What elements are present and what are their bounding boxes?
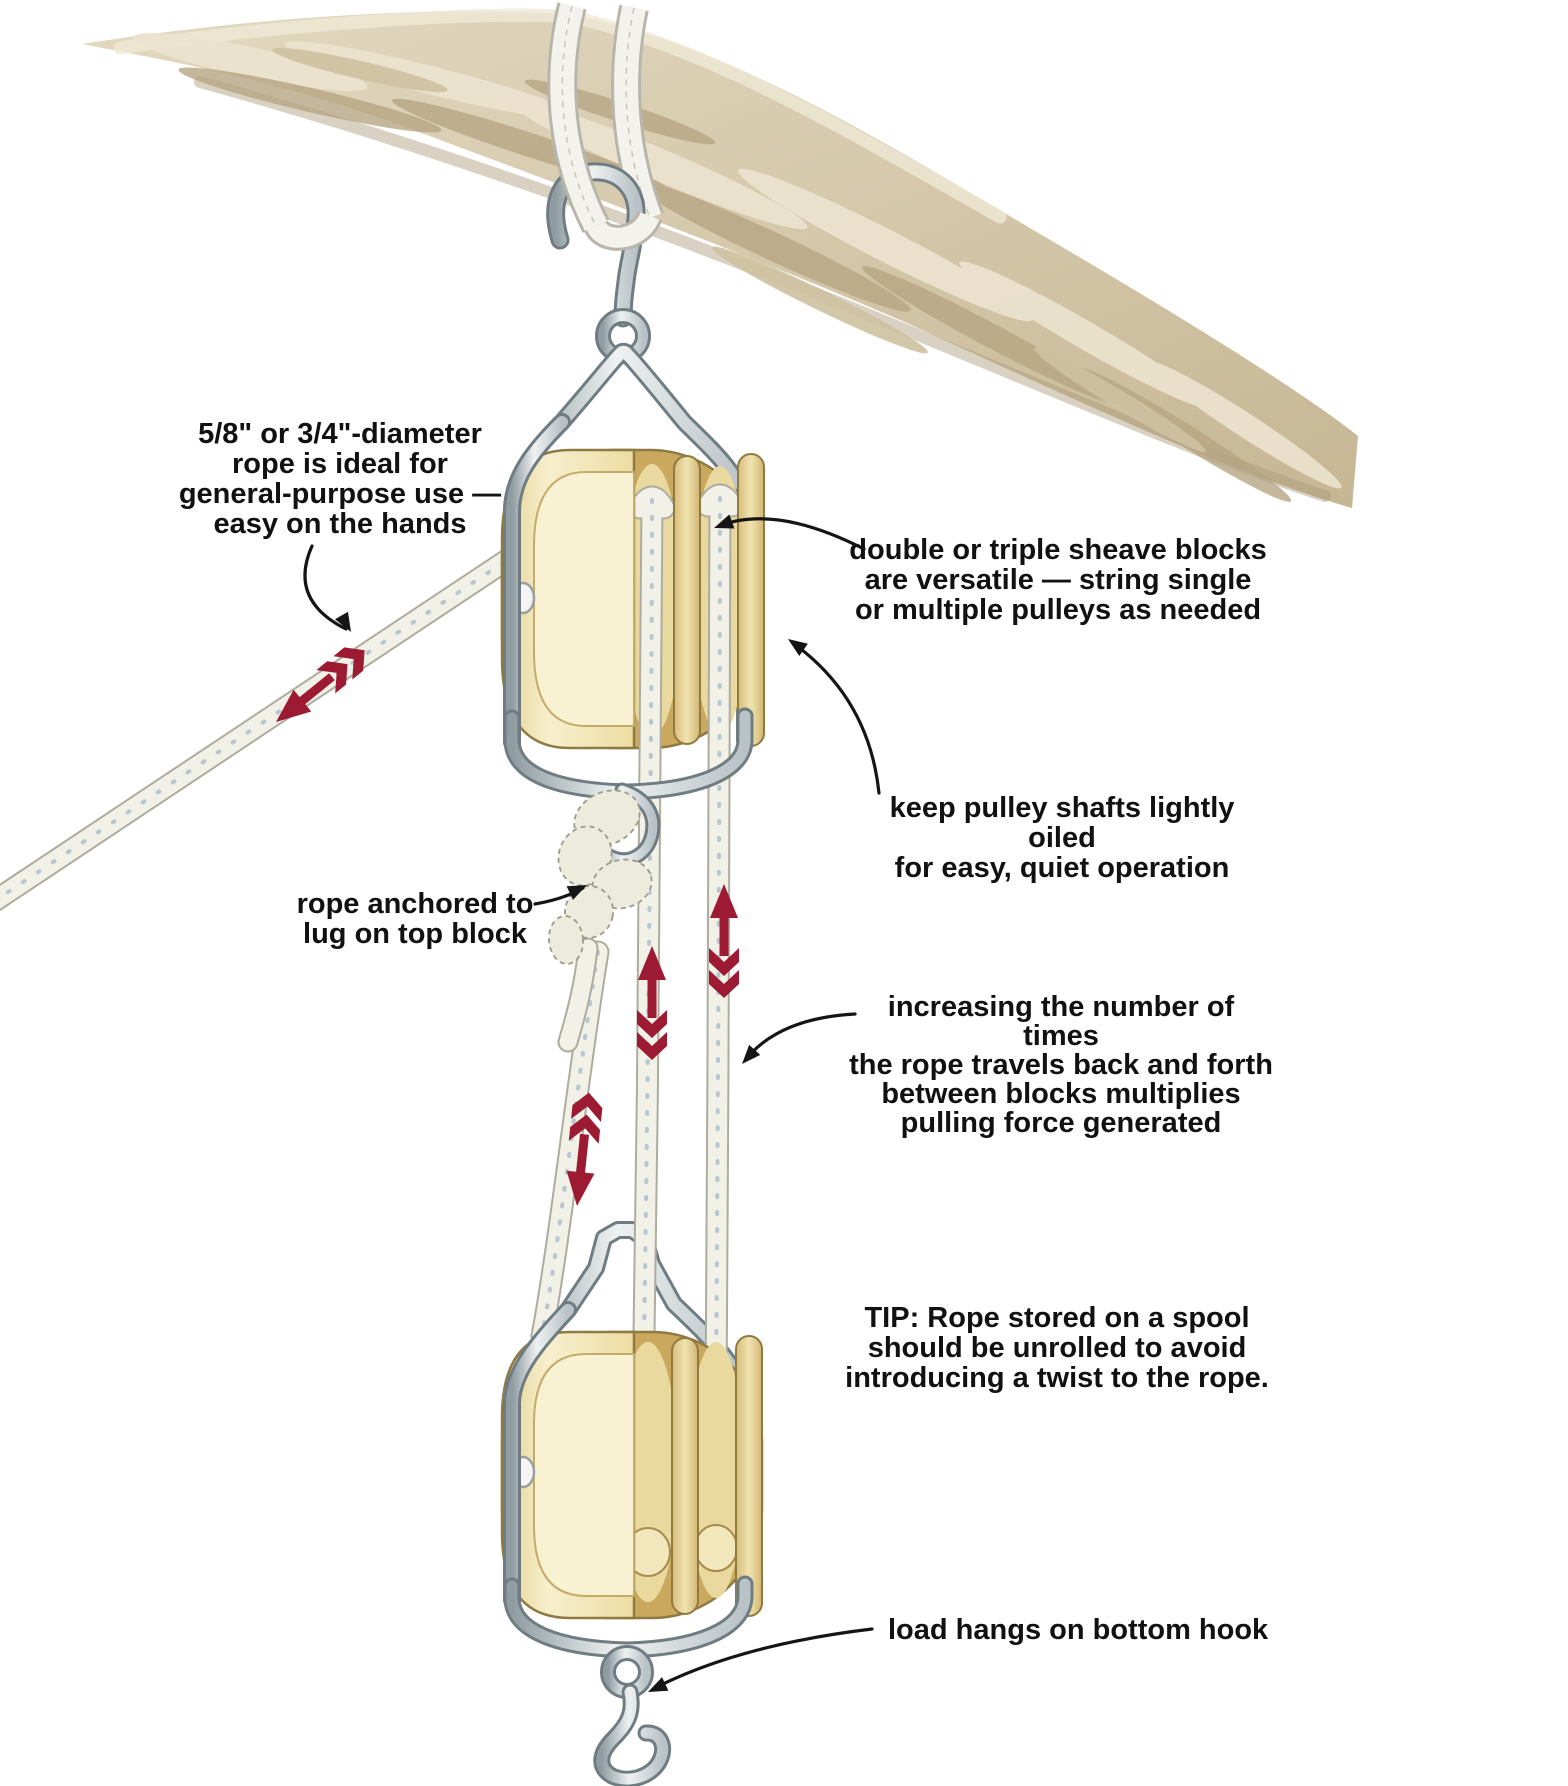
annotation-oil-shafts: keep pulley shafts lightly oiled for eas… bbox=[889, 792, 1235, 884]
pull-rope bbox=[0, 530, 546, 912]
annotation-sheave-blocks: double or triple sheave blocks are versa… bbox=[849, 534, 1267, 626]
bottom-hook-assembly bbox=[503, 1301, 754, 1786]
annotation-load-hook: load hangs on bottom hook bbox=[888, 1614, 1269, 1646]
annotation-tip: TIP: Rope stored on a spool should be un… bbox=[845, 1302, 1269, 1394]
top-pulley-block-cheeks bbox=[500, 448, 765, 750]
strap-sling-front-band bbox=[547, 2, 663, 251]
annotation-rope-anchor: rope anchored to lug on top block bbox=[296, 888, 534, 950]
rope-direction-arrow-icon bbox=[266, 638, 375, 734]
bottom-pulley-block bbox=[500, 1330, 764, 1620]
anchor-knot bbox=[548, 789, 653, 965]
tree-branch bbox=[82, 8, 1358, 508]
annotation-rope-diameter: 5/8" or 3/4"-diameter rope is ideal for … bbox=[178, 418, 502, 540]
annotation-mechanical-advantage: increasing the number of times the rope … bbox=[849, 991, 1273, 1139]
